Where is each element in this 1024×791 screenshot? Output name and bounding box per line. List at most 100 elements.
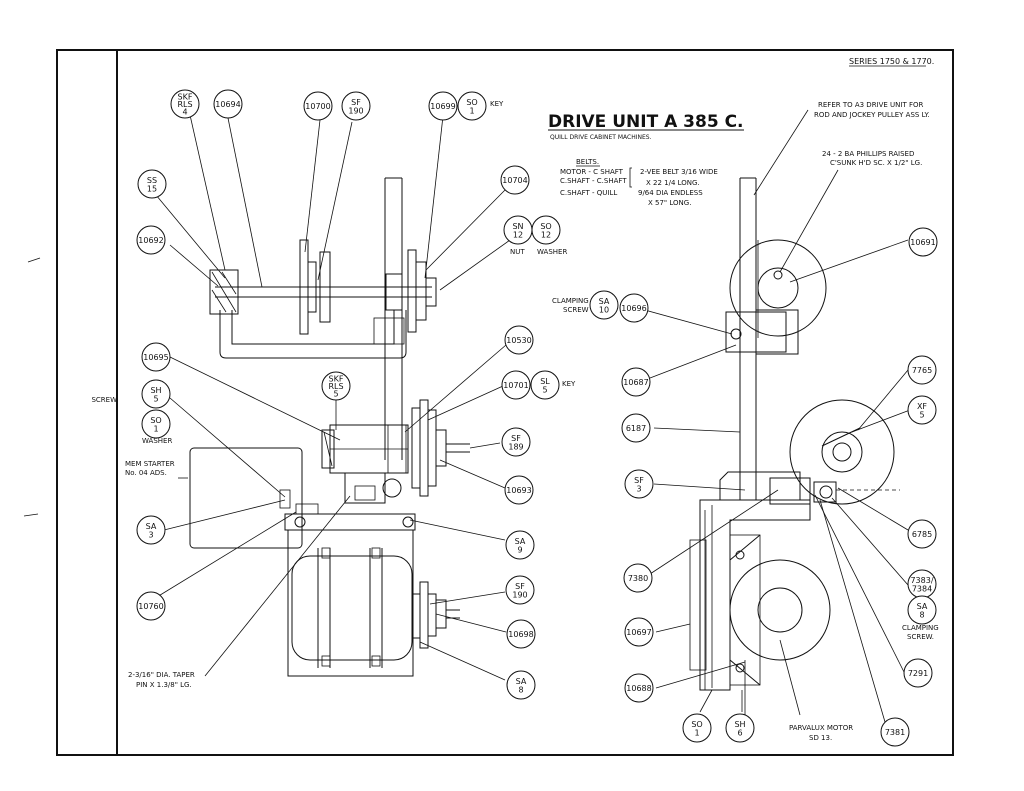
note-starter-line1: MEM STARTER bbox=[125, 460, 175, 468]
callout-text: SF bbox=[634, 476, 644, 485]
callout-10687: 10687 bbox=[621, 367, 651, 397]
belt-row2-label: C.SHAFT - C.SHAFT bbox=[560, 177, 627, 185]
note-refer-line2: ROD AND JOCKEY PULLEY ASS LY. bbox=[814, 111, 930, 119]
callout-text: 1 bbox=[694, 728, 699, 737]
callout-text: SF bbox=[511, 434, 521, 443]
callout-text: 10694 bbox=[215, 100, 240, 109]
callout-circle bbox=[621, 413, 651, 443]
callout-text: 7384 bbox=[912, 584, 932, 593]
note-clamping-top: CLAMPING bbox=[552, 297, 589, 305]
callout-text: SL bbox=[540, 377, 550, 386]
callout-10691: 10691 bbox=[908, 227, 938, 257]
belt-row3-value: 9/64 DIA ENDLESS bbox=[638, 189, 703, 197]
callout-text: SO bbox=[540, 222, 551, 231]
callout-text: RLS bbox=[328, 382, 343, 391]
callout-circle bbox=[725, 713, 755, 743]
callout-so-1-bottom: SO1 bbox=[682, 713, 712, 743]
belt-row12-value2: X 22 1/4 LONG. bbox=[646, 179, 700, 187]
callout-text: SA bbox=[146, 522, 157, 531]
callout-7381: 7381 bbox=[880, 717, 910, 747]
callout-sf-3: SF3 bbox=[624, 469, 654, 499]
callout-text: 7380 bbox=[628, 574, 648, 583]
callout-text: 10698 bbox=[508, 630, 533, 639]
callout-text: 12 bbox=[513, 230, 523, 239]
callout-circle bbox=[500, 165, 530, 195]
note-motor-line2: SD 13. bbox=[809, 734, 832, 742]
callout-text: 6187 bbox=[626, 424, 646, 433]
callout-text: 10692 bbox=[138, 236, 163, 245]
callout-text: SO bbox=[691, 720, 702, 729]
callout-text: 4 bbox=[182, 108, 187, 117]
callout-circle bbox=[530, 370, 560, 400]
callout-text: 10704 bbox=[502, 176, 527, 185]
callout-sh-6: SH6 bbox=[725, 713, 755, 743]
callout-text: 10693 bbox=[506, 486, 531, 495]
callout-text: SKF bbox=[178, 93, 193, 102]
callout-text: SN bbox=[512, 222, 523, 231]
callout-10695: 10695 bbox=[141, 342, 171, 372]
callout-text: SA bbox=[516, 677, 527, 686]
note-key-top: KEY bbox=[490, 100, 504, 108]
callout-text: 1 bbox=[469, 106, 474, 115]
callout-circle bbox=[531, 215, 561, 245]
callout-10697: 10697 bbox=[624, 617, 654, 647]
drawing-title: DRIVE UNIT A 385 C. bbox=[548, 112, 744, 132]
callout-circle bbox=[908, 227, 938, 257]
note-motor-line1: PARVALUX MOTOR bbox=[789, 724, 853, 732]
callout-circle bbox=[682, 713, 712, 743]
callout-circle bbox=[136, 225, 166, 255]
callout-text: 12 bbox=[541, 230, 551, 239]
callout-6785: 6785 bbox=[907, 519, 937, 549]
note-clamping-right-screw: SCREW. bbox=[907, 633, 934, 641]
callout-text: 7765 bbox=[912, 366, 932, 375]
callout-text: 189 bbox=[508, 442, 523, 451]
note-screw: SCREW bbox=[91, 396, 117, 404]
callout-circle bbox=[624, 617, 654, 647]
callout-circle bbox=[504, 475, 534, 505]
callout-text: 5 bbox=[333, 390, 338, 399]
callout-6187: 6187 bbox=[621, 413, 651, 443]
callout-text: SS bbox=[147, 176, 157, 185]
left-assembly bbox=[189, 177, 470, 677]
callout-text: SH bbox=[734, 720, 745, 729]
callout-sa-8-left: SA8 bbox=[506, 670, 536, 700]
callout-sl-5: SL5 bbox=[530, 370, 560, 400]
note-taper-line1: 2-3/16" DIA. TAPER bbox=[128, 671, 195, 679]
punch-mark bbox=[27, 257, 41, 263]
callout-text: 5 bbox=[153, 394, 158, 403]
callout-circle bbox=[619, 293, 649, 323]
callout-circle bbox=[501, 427, 531, 457]
callout-circle bbox=[504, 325, 534, 355]
note-taper-line2: PIN X 1.3/8" LG. bbox=[136, 681, 192, 689]
note-washer-left: WASHER bbox=[142, 437, 172, 445]
callout-text: RLS bbox=[177, 100, 192, 109]
callout-circle bbox=[136, 591, 166, 621]
note-key-mid: KEY bbox=[562, 380, 576, 388]
callout-circle bbox=[903, 658, 933, 688]
note-clamping-right: CLAMPING bbox=[902, 624, 939, 632]
callout-text: 7383/ bbox=[910, 576, 933, 585]
callout-text: 10696 bbox=[621, 304, 646, 313]
callout-circle bbox=[141, 379, 171, 409]
note-clamping-top-screw: SCREW bbox=[563, 306, 589, 314]
callout-circle bbox=[624, 469, 654, 499]
callout-10698: 10698 bbox=[506, 619, 536, 649]
callout-sa-3: SA3 bbox=[136, 515, 166, 545]
callout-10694: 10694 bbox=[213, 89, 243, 119]
callout-text: 10697 bbox=[626, 628, 651, 637]
note-phillips-line2: C'SUNK H'D SC. X 1/2" LG. bbox=[830, 159, 922, 167]
callout-circle bbox=[880, 717, 910, 747]
callout-circle bbox=[428, 91, 458, 121]
callout-10699: 10699 bbox=[428, 91, 458, 121]
belt-row3-label: C.SHAFT - QUILL bbox=[560, 189, 617, 197]
callout-circle bbox=[137, 169, 167, 199]
callout-circle bbox=[506, 619, 536, 649]
